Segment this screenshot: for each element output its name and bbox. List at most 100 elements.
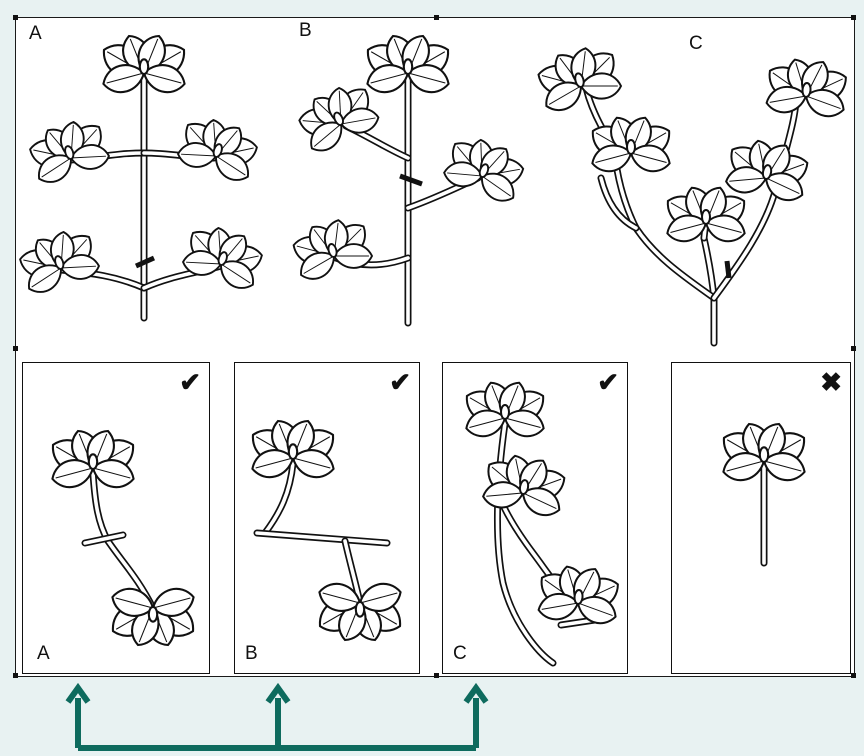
bud — [500, 404, 510, 420]
cutting-panel-c: ✔ C — [442, 362, 628, 674]
leaf — [765, 85, 808, 114]
bud — [626, 139, 636, 155]
up-arrow-icon — [265, 682, 291, 704]
bud — [54, 255, 65, 270]
leaf — [332, 243, 374, 269]
leaf-cluster — [537, 47, 623, 112]
bud — [87, 453, 99, 471]
leaf — [28, 264, 62, 293]
resize-handle[interactable] — [13, 673, 18, 678]
bud — [354, 600, 366, 618]
leaf — [142, 64, 186, 94]
resize-handle[interactable] — [434, 673, 439, 678]
bud — [138, 58, 150, 76]
leaf-cluster — [666, 186, 746, 243]
leaf — [722, 452, 766, 482]
resize-handle[interactable] — [434, 15, 439, 20]
leaf — [215, 152, 249, 181]
cutting-c-illustration — [465, 381, 619, 667]
leaf — [300, 251, 335, 280]
leaf — [220, 260, 254, 289]
leaf — [177, 142, 218, 168]
resize-handle[interactable] — [851, 15, 856, 20]
leaf — [591, 144, 633, 173]
cutting-panel-a: ✔ A — [22, 362, 210, 674]
leaf-cluster — [177, 118, 258, 181]
resize-handle[interactable] — [13, 15, 18, 20]
cut-mark — [399, 173, 423, 187]
leaf — [545, 81, 583, 112]
cut-mark — [724, 260, 732, 279]
plant-label-b: B — [299, 20, 312, 41]
leaf — [804, 89, 845, 118]
leaf-cluster — [465, 381, 545, 438]
leaf — [91, 459, 135, 489]
leaf-cluster — [111, 587, 195, 647]
leaf-cluster — [182, 226, 263, 289]
leaf-cluster — [765, 58, 847, 118]
leaf — [537, 592, 580, 621]
resize-handle[interactable] — [851, 346, 856, 351]
cross-icon: ✖ — [820, 367, 842, 397]
bud — [701, 209, 711, 225]
diagram-figure: A B C ✔ A ✔ B ✔ C ✖ — [13, 15, 856, 678]
parent-plants-illustration — [19, 34, 847, 347]
leaf-cluster — [722, 422, 806, 482]
leaf — [629, 144, 671, 173]
bud — [333, 111, 344, 127]
leaf — [579, 72, 623, 100]
bud — [402, 58, 414, 76]
leaf-cluster — [251, 419, 335, 479]
resize-handle[interactable] — [851, 673, 856, 678]
bud — [761, 164, 773, 181]
leaf — [762, 452, 806, 482]
leaf-cluster — [318, 582, 402, 642]
leaf-cluster — [482, 454, 566, 516]
cutting-b-illustration — [251, 419, 402, 642]
plant-c — [537, 47, 847, 347]
cutting-label-c: C — [453, 643, 467, 664]
leaf — [406, 64, 450, 94]
leaf — [503, 409, 545, 438]
leaf-cluster — [537, 565, 619, 625]
leaf — [764, 172, 804, 201]
leaf — [151, 587, 195, 617]
cutting-incorrect-illustration — [722, 422, 806, 567]
check-icon: ✔ — [179, 367, 201, 397]
leaf — [521, 487, 561, 516]
leaf — [318, 582, 362, 612]
bud — [212, 143, 223, 158]
leaf-cluster — [292, 219, 374, 280]
leaf-cluster — [298, 86, 380, 152]
leaf — [465, 409, 507, 438]
leaf — [482, 481, 525, 509]
plant-label-c: C — [689, 33, 703, 54]
bud — [217, 251, 228, 266]
plant-label-a: A — [29, 23, 42, 44]
leaf — [339, 107, 380, 134]
bud — [287, 443, 299, 461]
leaf — [366, 64, 410, 94]
leaf — [38, 154, 72, 183]
cutting-panel-b: ✔ B — [234, 362, 420, 674]
leaf-cluster — [366, 34, 450, 94]
plant-a — [19, 34, 263, 322]
bud — [147, 605, 159, 623]
leaf — [69, 144, 110, 170]
leaf-cluster — [725, 139, 809, 201]
bud — [758, 446, 770, 464]
resize-handle[interactable] — [13, 346, 18, 351]
bud — [478, 163, 490, 178]
leaf — [725, 166, 768, 194]
leaf — [102, 64, 146, 94]
bud — [573, 589, 584, 606]
up-arrow-icon — [65, 682, 91, 704]
plant-b — [292, 34, 525, 327]
leaf — [59, 254, 100, 280]
bud — [574, 72, 585, 89]
leaf-cluster — [591, 116, 671, 173]
leaf-cluster — [102, 34, 186, 94]
check-icon: ✔ — [597, 367, 619, 397]
leaf — [443, 161, 484, 188]
